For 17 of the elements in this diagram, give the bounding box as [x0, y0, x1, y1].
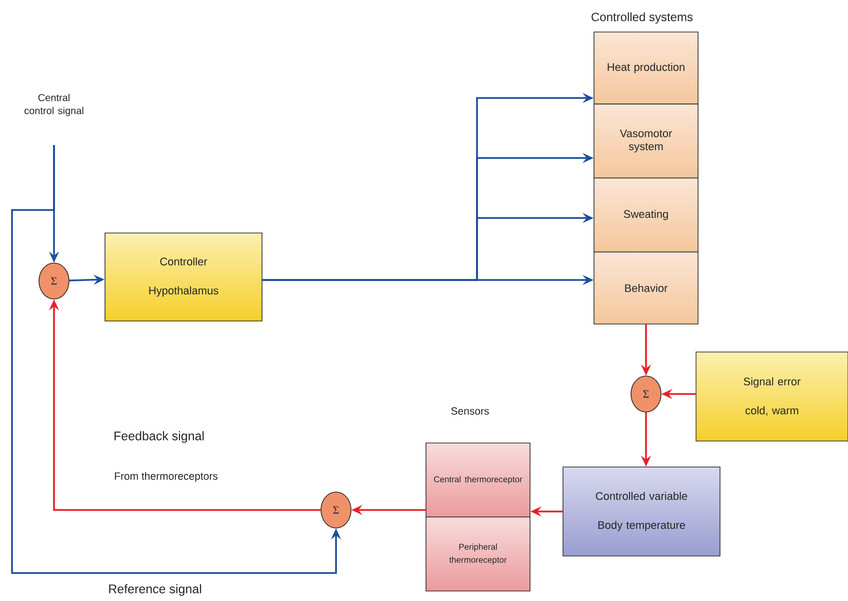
summing-junction: Σ	[38, 262, 70, 300]
signal-label: Central control signal	[24, 94, 84, 116]
block-box: Vasomotor system	[594, 104, 698, 178]
summing-junction: Σ	[320, 492, 352, 528]
signal-label: Feedback signal	[114, 431, 204, 443]
block-box: Controller Hypothalamus	[104, 232, 262, 322]
block-box: Controlled variable Body temperature	[562, 466, 720, 556]
block-box: Peripheral thermoreceptor	[426, 516, 530, 592]
signal-label: From thermoreceptors	[114, 472, 218, 482]
block-box: Sweating	[594, 178, 698, 252]
block-box: Heat production	[594, 32, 698, 104]
summing-junction: Σ	[630, 376, 662, 412]
block-box: Behavior	[594, 252, 698, 324]
block-box: Central thermoreceptor	[426, 442, 530, 518]
section-label: Sensors	[451, 407, 489, 415]
signal-label: Reference signal	[109, 584, 202, 596]
block-box: Signal error cold, warm	[696, 352, 848, 442]
